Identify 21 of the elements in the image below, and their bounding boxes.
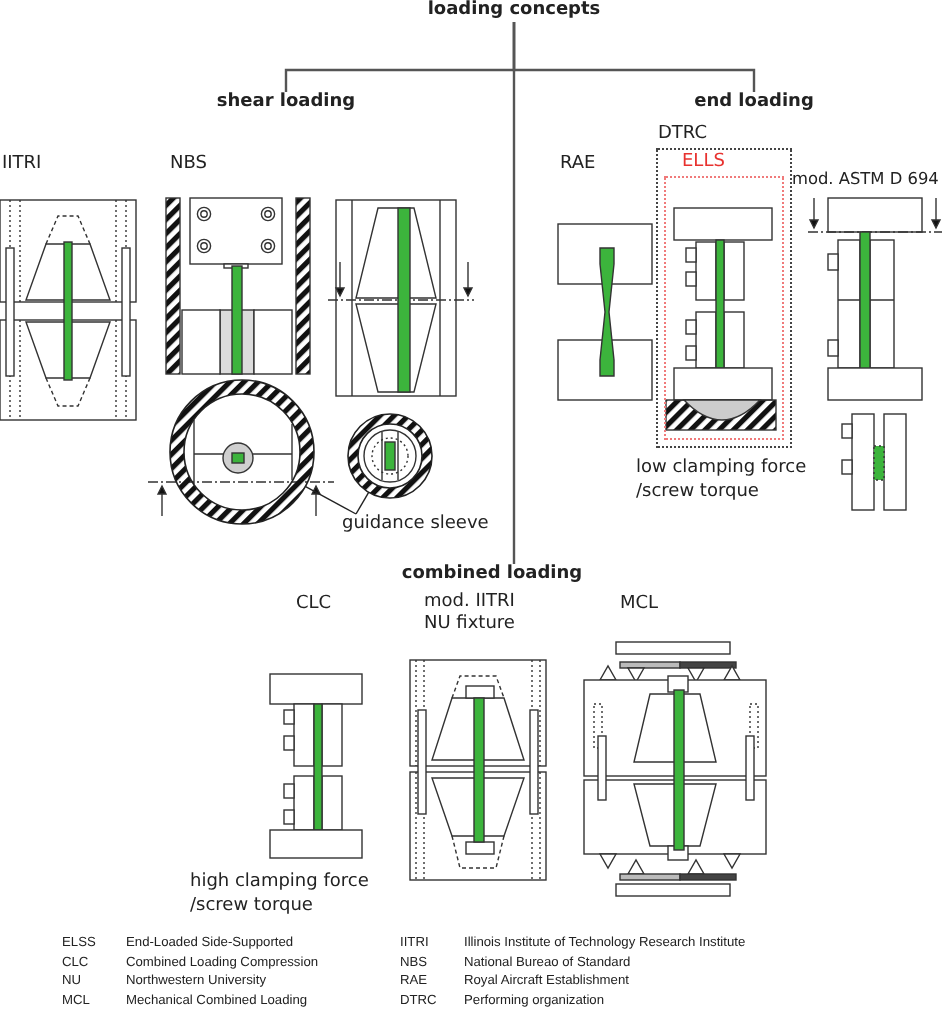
leader-line — [355, 491, 370, 515]
fixture-name: MCL — [620, 594, 659, 616]
note-text: low clamping force /screw torque — [636, 456, 809, 504]
group-heading: ELLS — [682, 152, 725, 174]
connector-line — [512, 22, 516, 564]
group-heading: DTRC — [658, 124, 708, 146]
section-heading: combined loading — [401, 564, 583, 586]
section-heading: end loading — [694, 92, 814, 114]
hatched-sleeve-ring — [347, 413, 433, 499]
leader-line — [304, 485, 357, 515]
diagram-heading: loading concepts — [427, 0, 601, 22]
fixture-name: CLC — [296, 594, 332, 616]
section-heading: shear loading — [216, 92, 356, 114]
callout-text: guidance sleeve — [342, 514, 489, 536]
fixture-name: RAE — [560, 154, 596, 176]
fixture-name: NBS — [170, 154, 207, 176]
fixture-name: mod. ASTM D 694 — [792, 168, 939, 190]
fixture-name: IITRI — [2, 154, 42, 176]
fixture-name: mod. IITRI NU fixture — [424, 592, 517, 636]
note-text: high clamping force /screw torque — [190, 870, 371, 918]
hatched-sleeve-ring — [169, 379, 315, 525]
